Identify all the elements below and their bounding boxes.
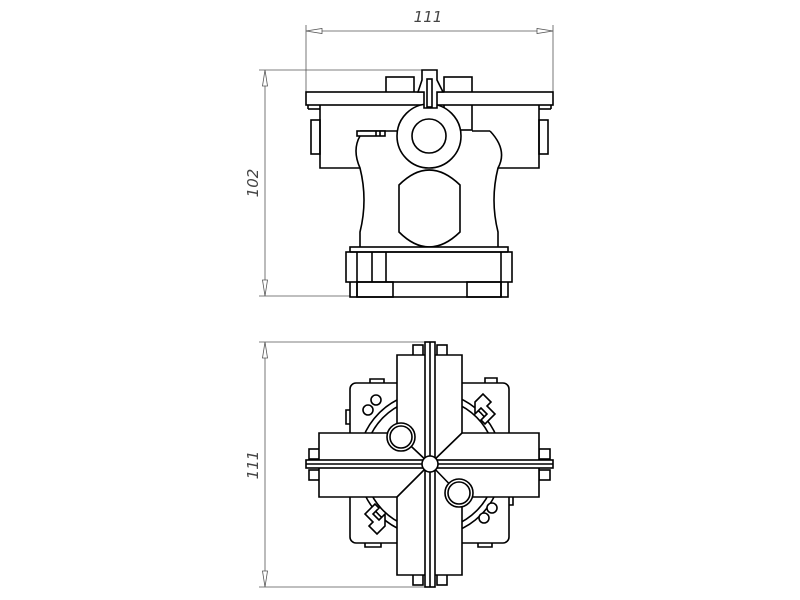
plan-view: 111 — [244, 341, 554, 588]
plan-height-dimension-label: 111 — [244, 451, 262, 480]
upper-body — [319, 105, 540, 169]
clip — [416, 69, 445, 109]
pin-hole-left — [386, 422, 416, 452]
width-dimension-front: 111 — [305, 8, 554, 92]
center-pivot — [421, 455, 439, 473]
side-tab-right — [538, 119, 549, 155]
top-bump — [385, 76, 415, 94]
height-dimension-plan: 111 — [244, 341, 425, 588]
pin-hole-right — [444, 478, 474, 508]
base-flange — [345, 251, 513, 283]
side-tab-left — [310, 119, 321, 155]
arm-diagonals — [396, 432, 463, 498]
height-dimension-front: 102 — [244, 69, 424, 297]
front-view: 111 102 — [244, 8, 554, 298]
oval-window — [398, 169, 461, 248]
ring-inner — [411, 118, 447, 154]
bayonet-hook-ne — [474, 392, 497, 426]
height-dimension-label: 102 — [244, 169, 262, 198]
bayonet-hook-sw — [363, 502, 386, 536]
width-dimension-label: 111 — [414, 8, 443, 26]
latch-tab — [356, 130, 386, 137]
waist-body — [355, 130, 503, 248]
